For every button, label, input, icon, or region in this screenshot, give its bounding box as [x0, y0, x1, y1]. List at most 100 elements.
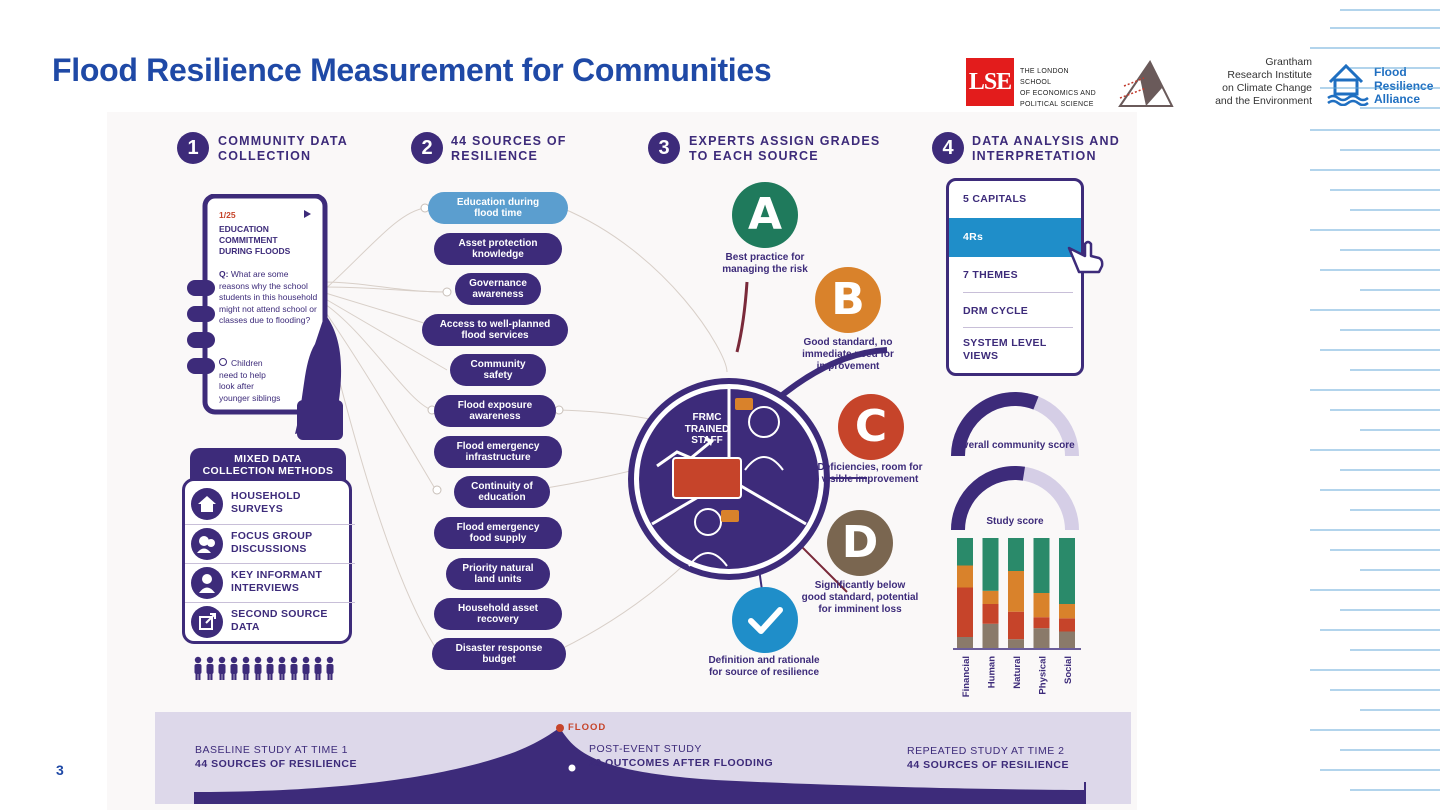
house-icon — [191, 488, 223, 520]
answer-option[interactable]: Children need to help look after younger… — [219, 358, 283, 404]
bar-segment-physical-1 — [1033, 617, 1050, 629]
baseline-title: BASELINE STUDY AT TIME 1 — [195, 744, 349, 756]
hand-pointer-icon — [1067, 240, 1104, 274]
category-label-physical: Physical — [1038, 656, 1049, 695]
post-event-subtitle: 29 OUTCOMES AFTER FLOODING — [589, 757, 774, 769]
infographic: 1 COMMUNITY DATA COLLECTION 2 44 SOURCES… — [107, 112, 1137, 810]
grade-d-circle: D — [827, 510, 893, 576]
source-pill[interactable]: Governance awareness — [455, 273, 541, 305]
radio-icon[interactable] — [219, 358, 227, 366]
method-label: SECOND SOURCE DATA — [231, 608, 328, 633]
lse-logo: LSE THE LONDON SCHOOL OF ECONOMICS AND P… — [966, 58, 1098, 108]
fra-logo: Flood Resilience Alliance — [1326, 60, 1436, 110]
analysis-item-system-level[interactable]: SYSTEM LEVEL VIEWS — [963, 337, 1047, 362]
source-pill[interactable]: Continuity of education — [454, 476, 550, 508]
method-label: KEY INFORMANT INTERVIEWS — [231, 569, 323, 594]
analysis-item-selected-bg — [949, 218, 1081, 257]
method-label: HOUSEHOLD SURVEYS — [231, 490, 301, 515]
source-pill[interactable]: Flood emergency food supply — [434, 517, 562, 549]
grade-a-circle: A — [732, 182, 798, 248]
group-icon — [191, 528, 223, 560]
category-label-social: Social — [1063, 656, 1074, 684]
question-counter: 1/25 — [219, 210, 236, 220]
source-pill[interactable]: Disaster response budget — [432, 638, 566, 670]
analysis-item-5-capitals[interactable]: 5 CAPITALS — [963, 193, 1027, 205]
divider — [963, 292, 1073, 293]
source-pill[interactable]: Flood exposure awareness — [434, 395, 556, 427]
method-household-surveys: HOUSEHOLD SURVEYS — [185, 485, 355, 523]
fra-text: Flood Resilience Alliance — [1374, 65, 1434, 106]
bar-segment-financial-0 — [957, 637, 973, 648]
grade-a-label: Best practice for managing the risk — [722, 252, 808, 275]
bar-segment-human-1 — [982, 604, 999, 624]
repeated-title: REPEATED STUDY AT TIME 2 — [907, 745, 1065, 757]
people-icons — [194, 656, 334, 680]
grade-b-label: Good standard, no immediate need for imp… — [802, 337, 894, 372]
bar-segment-natural-3 — [1008, 538, 1024, 571]
source-pill[interactable]: Community safety — [450, 354, 546, 386]
decorative-stripes — [1310, 9, 1440, 791]
source-pill[interactable]: Asset protection knowledge — [434, 233, 562, 265]
step-4-number: 4 — [932, 132, 964, 164]
checkmark-icon — [748, 607, 783, 634]
grantham-logo: Grantham Research Institute on Climate C… — [1116, 56, 1316, 112]
source-pill[interactable]: Access to well-planned flood services — [422, 314, 568, 346]
method-label: FOCUS GROUP DISCUSSIONS — [231, 530, 313, 555]
grade-d-label: Significantly below good standard, poten… — [801, 580, 919, 615]
lse-mark: LSE — [966, 58, 1014, 106]
methods-panel: MIXED DATA COLLECTION METHODS HOUSEHOLD … — [182, 448, 355, 648]
page-title: Flood Resilience Measurement for Communi… — [52, 52, 772, 88]
overall-score-gauge — [951, 392, 1039, 457]
bar-segment-physical-3 — [1033, 538, 1050, 593]
analysis-item-7-themes[interactable]: 7 THEMES — [963, 269, 1018, 281]
bar-segment-natural-1 — [1008, 611, 1024, 640]
bar-segment-human-3 — [982, 538, 999, 591]
grades-wheel — [628, 281, 888, 643]
baseline-subtitle: 44 SOURCES OF RESILIENCE — [195, 758, 357, 770]
step-1-number: 1 — [177, 132, 209, 164]
bar-segment-natural-2 — [1008, 571, 1024, 612]
question-heading: EDUCATION COMMITMENT DURING FLOODS — [219, 224, 291, 256]
sources-list: Education during flood time Asset protec… — [422, 192, 568, 672]
divider — [963, 327, 1073, 328]
bar-segment-financial-1 — [957, 587, 973, 637]
bar-segment-human-0 — [982, 623, 999, 648]
analysis-item-drm-cycle[interactable]: DRM CYCLE — [963, 305, 1029, 317]
bar-segment-social-0 — [1059, 631, 1075, 648]
question-text: Q: What are some reasons why the school … — [219, 269, 319, 327]
grade-b-circle: B — [815, 267, 881, 333]
method-focus-groups: FOCUS GROUP DISCUSSIONS — [185, 524, 355, 563]
source-pill[interactable]: Priority natural land units — [446, 558, 550, 590]
house-waves-icon — [1327, 63, 1369, 106]
step-3-title: EXPERTS ASSIGN GRADES TO EACH SOURCE — [689, 134, 881, 163]
methods-box: HOUSEHOLD SURVEYS FOCUS GROUP DISCUSSION… — [182, 478, 355, 644]
bar-segment-human-2 — [982, 590, 999, 604]
step-1-title: COMMUNITY DATA COLLECTION — [218, 134, 348, 163]
method-second-source: SECOND SOURCE DATA — [185, 602, 355, 641]
step-3-number: 3 — [648, 132, 680, 164]
grade-c-label: Deficiencies, room for visible improveme… — [817, 462, 923, 485]
question-label: Q: — [219, 269, 229, 279]
post-event-title: POST-EVENT STUDY — [589, 743, 702, 755]
source-pill[interactable]: Flood emergency infrastructure — [434, 436, 562, 468]
grantham-mark-icon — [1118, 60, 1174, 107]
answer-text: Children need to help look after younger… — [219, 358, 281, 403]
center-label: FRMC TRAINED STAFF — [684, 412, 730, 446]
timeline-curve — [194, 724, 1086, 804]
bar-segment-social-2 — [1059, 604, 1075, 619]
bar-segment-natural-0 — [1008, 639, 1024, 648]
analysis-item-4rs[interactable]: 4Rs — [963, 231, 984, 243]
flood-label: FLOOD — [568, 722, 607, 733]
bar-segment-financial-2 — [957, 565, 973, 588]
definition-check-circle — [732, 587, 798, 653]
phone-illustration — [187, 194, 343, 440]
study-score-label: Study score — [986, 516, 1044, 527]
external-link-icon — [191, 606, 223, 638]
category-label-financial: Financial — [961, 656, 972, 697]
step-2-number: 2 — [411, 132, 443, 164]
source-pill[interactable]: Education during flood time — [428, 192, 568, 224]
source-pill[interactable]: Household asset recovery — [434, 598, 562, 630]
bar-segment-social-3 — [1059, 538, 1075, 604]
definition-label: Definition and rationale for source of r… — [708, 655, 820, 678]
